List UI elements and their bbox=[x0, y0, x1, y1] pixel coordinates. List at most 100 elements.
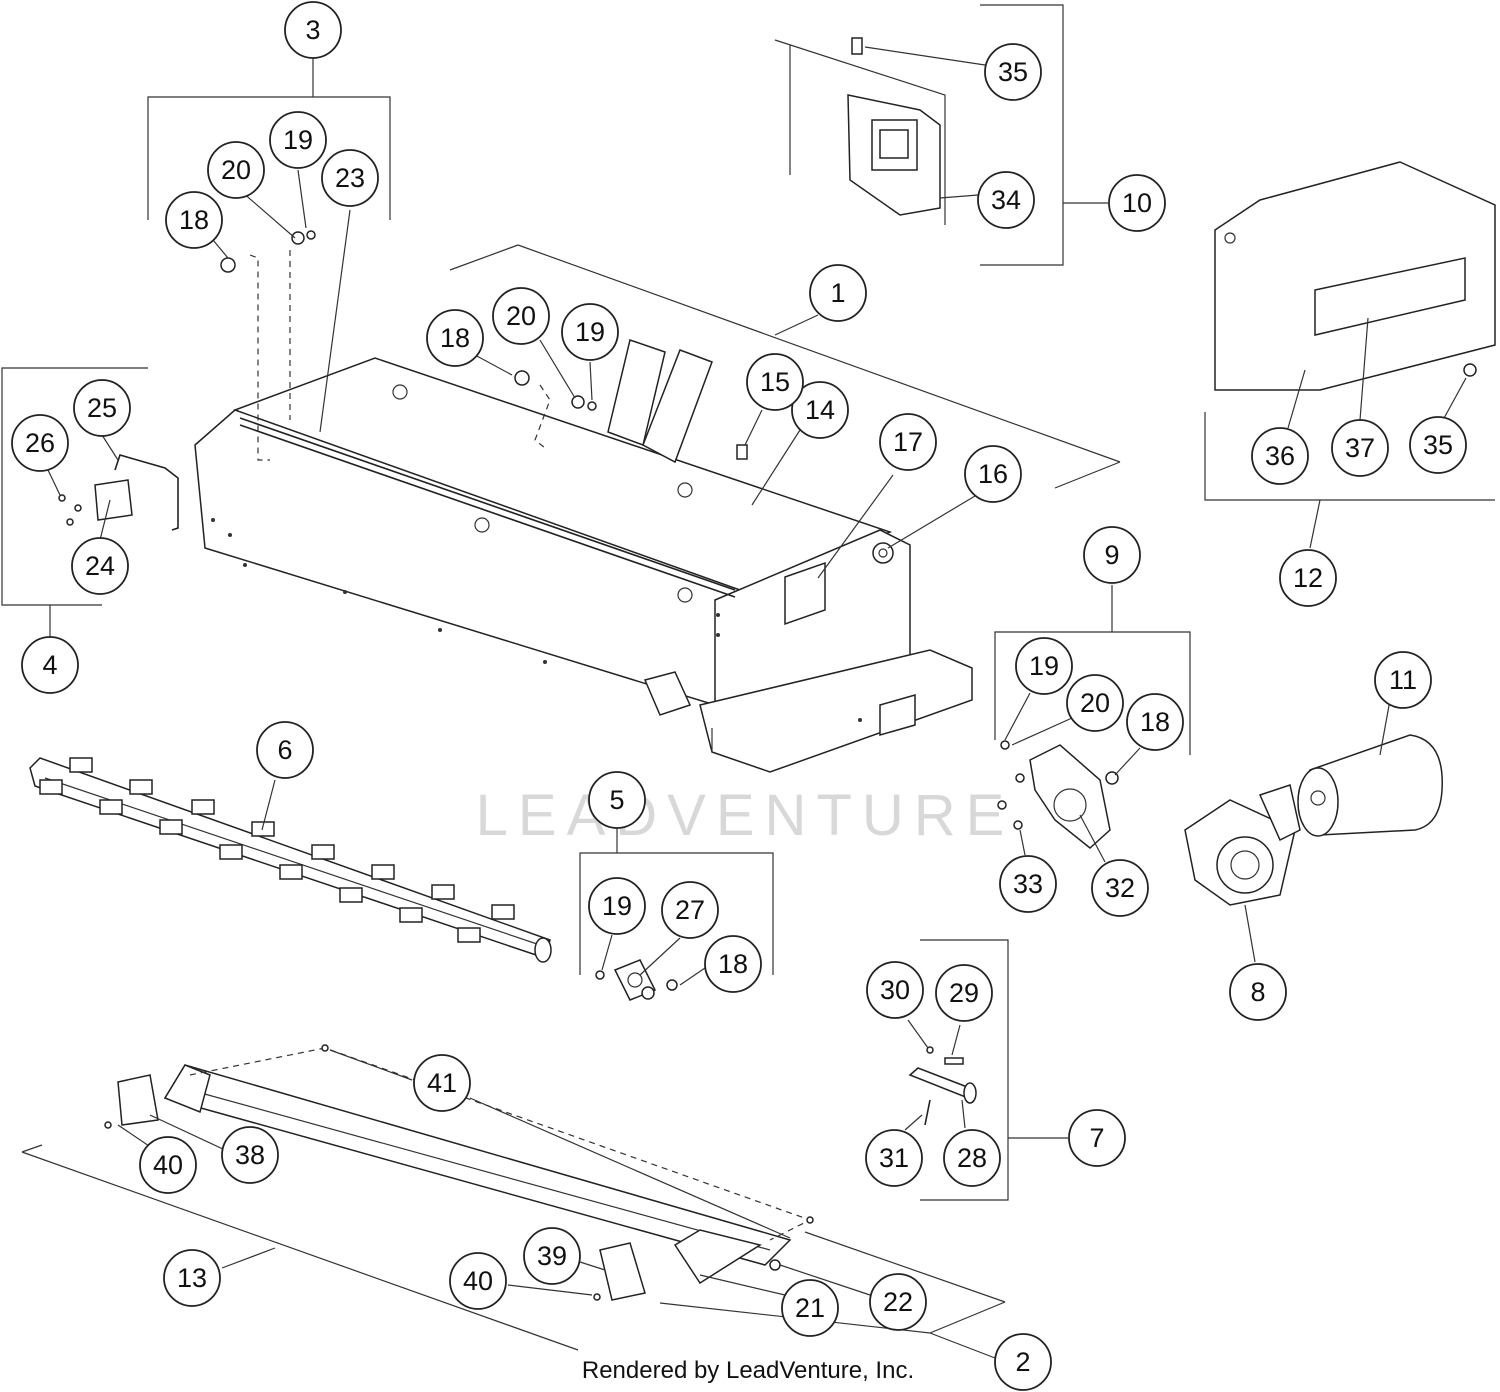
svg-text:35: 35 bbox=[1423, 430, 1453, 460]
pin-assembly bbox=[908, 1046, 977, 1126]
motor-plate bbox=[997, 740, 1119, 849]
callout-25: 25 bbox=[73, 379, 131, 437]
svg-text:40: 40 bbox=[463, 1266, 493, 1296]
svg-text:4: 4 bbox=[42, 650, 57, 680]
callout-15: 15 bbox=[746, 353, 804, 411]
callout-33: 33 bbox=[999, 855, 1057, 913]
callout-18-d: 18 bbox=[704, 935, 762, 993]
callout-34: 34 bbox=[977, 171, 1035, 229]
svg-text:30: 30 bbox=[880, 975, 910, 1005]
latch-assembly bbox=[58, 454, 179, 531]
callout-39: 39 bbox=[523, 1227, 581, 1285]
callout-9: 9 bbox=[1083, 526, 1141, 584]
svg-text:41: 41 bbox=[427, 1068, 457, 1098]
svg-text:25: 25 bbox=[87, 393, 117, 423]
svg-text:1: 1 bbox=[830, 278, 845, 308]
svg-text:3: 3 bbox=[305, 15, 320, 45]
callout-30: 30 bbox=[866, 961, 924, 1019]
svg-text:9: 9 bbox=[1104, 540, 1119, 570]
svg-text:10: 10 bbox=[1122, 188, 1152, 218]
callout-26: 26 bbox=[11, 414, 69, 472]
bearing-assembly bbox=[595, 959, 678, 1001]
callout-18-c: 18 bbox=[1126, 693, 1184, 751]
electric-motor bbox=[1297, 734, 1443, 837]
callout-40-b: 40 bbox=[449, 1252, 507, 1310]
svg-text:12: 12 bbox=[1293, 563, 1323, 593]
control-box bbox=[774, 37, 946, 225]
callout-1: 1 bbox=[809, 264, 867, 322]
callout-27: 27 bbox=[661, 881, 719, 939]
svg-text:27: 27 bbox=[675, 895, 705, 925]
svg-text:36: 36 bbox=[1265, 441, 1295, 471]
svg-text:29: 29 bbox=[949, 978, 979, 1008]
callout-20-c: 20 bbox=[1066, 674, 1124, 732]
svg-text:2: 2 bbox=[1015, 1347, 1030, 1377]
callout-32: 32 bbox=[1091, 859, 1149, 917]
motor-cover bbox=[1214, 161, 1496, 391]
callout-35-b: 35 bbox=[1409, 416, 1467, 474]
callout-17: 17 bbox=[879, 413, 937, 471]
callout-7: 7 bbox=[1068, 1109, 1126, 1167]
callout-12: 12 bbox=[1279, 549, 1337, 607]
svg-text:19: 19 bbox=[602, 891, 632, 921]
callout-8: 8 bbox=[1229, 963, 1287, 1021]
gearbox bbox=[1184, 784, 1301, 906]
svg-text:19: 19 bbox=[575, 317, 605, 347]
callout-28: 28 bbox=[943, 1129, 1001, 1187]
callout-35-a: 35 bbox=[984, 43, 1042, 101]
svg-text:18: 18 bbox=[718, 949, 748, 979]
leader-lines bbox=[1, 4, 1495, 1359]
watermark-text: LEADVENTURE bbox=[476, 783, 1015, 848]
callout-38: 38 bbox=[221, 1126, 279, 1184]
callout-5: 5 bbox=[588, 771, 646, 829]
callout-20-b: 20 bbox=[492, 287, 550, 345]
svg-text:26: 26 bbox=[25, 428, 55, 458]
callout-22: 22 bbox=[869, 1273, 927, 1331]
callout-41: 41 bbox=[413, 1054, 471, 1112]
svg-text:40: 40 bbox=[153, 1150, 183, 1180]
callout-21: 21 bbox=[781, 1279, 839, 1337]
callout-18-a: 18 bbox=[165, 191, 223, 249]
svg-text:16: 16 bbox=[978, 459, 1008, 489]
callout-10: 10 bbox=[1108, 174, 1166, 232]
svg-text:20: 20 bbox=[221, 155, 251, 185]
svg-text:6: 6 bbox=[277, 735, 292, 765]
callout-11: 11 bbox=[1374, 651, 1432, 709]
callout-36: 36 bbox=[1251, 427, 1309, 485]
rendered-by-credit: Rendered by LeadVenture, Inc. bbox=[582, 1357, 914, 1384]
callout-3: 3 bbox=[284, 1, 342, 59]
svg-text:18: 18 bbox=[179, 205, 209, 235]
svg-text:39: 39 bbox=[537, 1241, 567, 1271]
svg-text:38: 38 bbox=[235, 1140, 265, 1170]
svg-text:19: 19 bbox=[283, 125, 313, 155]
svg-text:20: 20 bbox=[1080, 688, 1110, 718]
callout-19-a: 19 bbox=[269, 111, 327, 169]
callout-19-d: 19 bbox=[588, 877, 646, 935]
svg-text:8: 8 bbox=[1250, 977, 1265, 1007]
svg-text:28: 28 bbox=[957, 1143, 987, 1173]
svg-text:35: 35 bbox=[998, 57, 1028, 87]
svg-text:34: 34 bbox=[991, 185, 1021, 215]
lower-frame bbox=[104, 1044, 814, 1301]
svg-text:13: 13 bbox=[177, 1263, 207, 1293]
svg-text:20: 20 bbox=[506, 301, 536, 331]
callout-40-a: 40 bbox=[139, 1136, 197, 1194]
svg-text:23: 23 bbox=[335, 163, 365, 193]
callout-4: 4 bbox=[21, 636, 79, 694]
body-fasteners bbox=[514, 370, 597, 449]
callout-2: 2 bbox=[994, 1333, 1052, 1391]
svg-text:21: 21 bbox=[795, 1293, 825, 1323]
svg-text:7: 7 bbox=[1089, 1123, 1104, 1153]
auger-shaft bbox=[29, 757, 552, 963]
svg-text:5: 5 bbox=[609, 785, 624, 815]
svg-text:17: 17 bbox=[893, 427, 923, 457]
svg-text:22: 22 bbox=[883, 1287, 913, 1317]
callout-24: 24 bbox=[71, 537, 129, 595]
callout-13: 13 bbox=[163, 1249, 221, 1307]
callout-16: 16 bbox=[964, 445, 1022, 503]
svg-text:32: 32 bbox=[1105, 873, 1135, 903]
callout-31: 31 bbox=[865, 1129, 923, 1187]
svg-text:18: 18 bbox=[1140, 707, 1170, 737]
svg-text:33: 33 bbox=[1013, 869, 1043, 899]
